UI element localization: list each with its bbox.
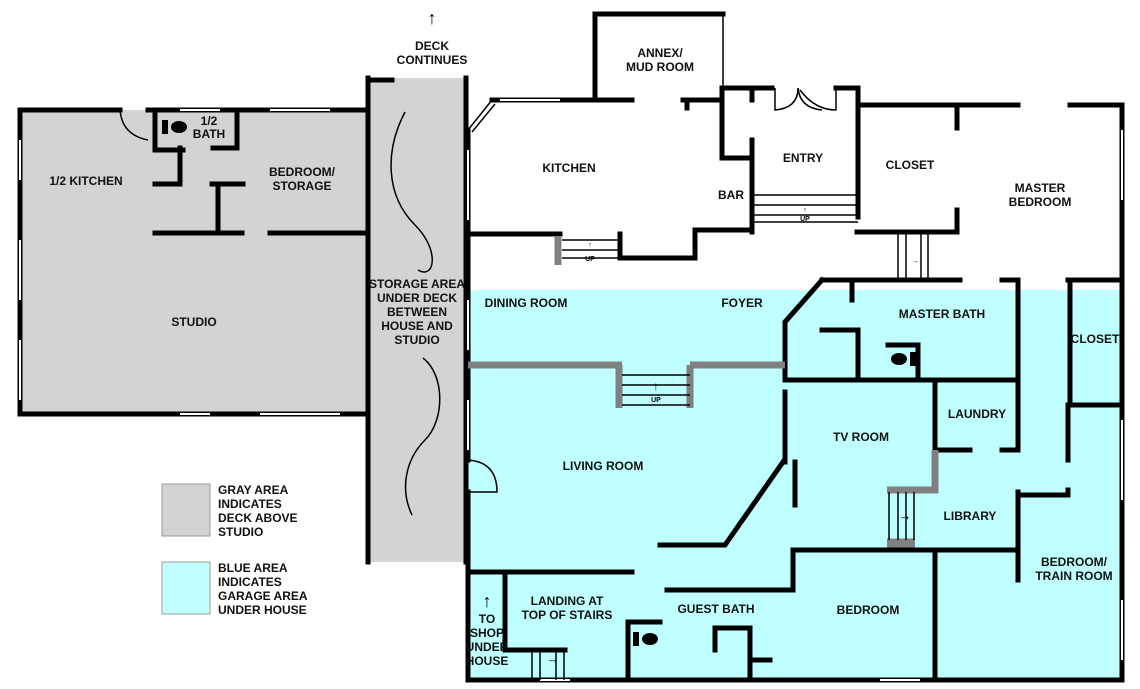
up-arrow-icon: ↑ bbox=[483, 591, 492, 611]
toilet-bowl-icon bbox=[642, 633, 658, 645]
bedroom-train-room-label: BEDROOM/TRAIN ROOM bbox=[1035, 555, 1112, 583]
right-arrow-icon: → bbox=[912, 258, 919, 265]
right-arrow-icon: → bbox=[899, 508, 912, 523]
toilet-bowl-icon bbox=[171, 121, 187, 133]
tv-room-label: TV ROOM bbox=[833, 430, 889, 444]
foyer-label: FOYER bbox=[721, 296, 763, 310]
stairs-up-label: UP bbox=[800, 216, 810, 223]
deck-curves bbox=[390, 111, 441, 516]
half-kitchen-label: 1/2 KITCHEN bbox=[49, 174, 122, 188]
stairs-up-label: UP bbox=[651, 397, 661, 404]
entry-label: ENTRY bbox=[783, 151, 823, 165]
studio-label: STUDIO bbox=[171, 315, 216, 329]
right-arrow-icon: → bbox=[547, 651, 560, 666]
toilet-icon bbox=[633, 632, 639, 646]
legend-blue-swatch bbox=[161, 561, 211, 615]
bedroom-label: BEDROOM bbox=[837, 603, 900, 617]
toilet-icon bbox=[910, 352, 916, 366]
guest-bath-label: GUEST BATH bbox=[677, 602, 754, 616]
deck-arrow-icon: ↑ bbox=[428, 8, 437, 28]
bar-label: BAR bbox=[718, 188, 744, 202]
door-swing bbox=[467, 459, 498, 493]
toilet-icon bbox=[162, 120, 168, 134]
up-arrow-icon: ↑ bbox=[588, 242, 592, 249]
laundry-label: LAUNDRY bbox=[948, 407, 1006, 421]
stairs-up-label: UP bbox=[585, 256, 595, 263]
master-bath-label: MASTER BATH bbox=[899, 307, 985, 321]
deck-storage-area bbox=[368, 78, 466, 562]
studio-area bbox=[20, 110, 368, 414]
library-label: LIBRARY bbox=[944, 509, 997, 523]
legend-gray-swatch bbox=[161, 483, 211, 537]
dining-room-label: DINING ROOM bbox=[485, 296, 568, 310]
up-arrow-icon: ↑ bbox=[803, 207, 807, 214]
toilet-bowl-icon bbox=[891, 353, 907, 365]
studio-walls bbox=[17, 75, 395, 565]
closet-top-label: CLOSET bbox=[886, 158, 935, 172]
closet-right-label: CLOSET bbox=[1071, 332, 1120, 346]
living-room-label: LIVING ROOM bbox=[563, 459, 644, 473]
stairs: ↑ UP ↑ UP → ↑ UP → → ↑ bbox=[483, 194, 929, 680]
bedroom-storage-label: BEDROOM/STORAGE bbox=[269, 165, 336, 193]
kitchen-label: KITCHEN bbox=[542, 161, 595, 175]
house-walls bbox=[465, 11, 1125, 683]
up-arrow-icon: ↑ bbox=[653, 379, 659, 393]
annex-label: ANNEX/MUD ROOM bbox=[626, 46, 694, 74]
